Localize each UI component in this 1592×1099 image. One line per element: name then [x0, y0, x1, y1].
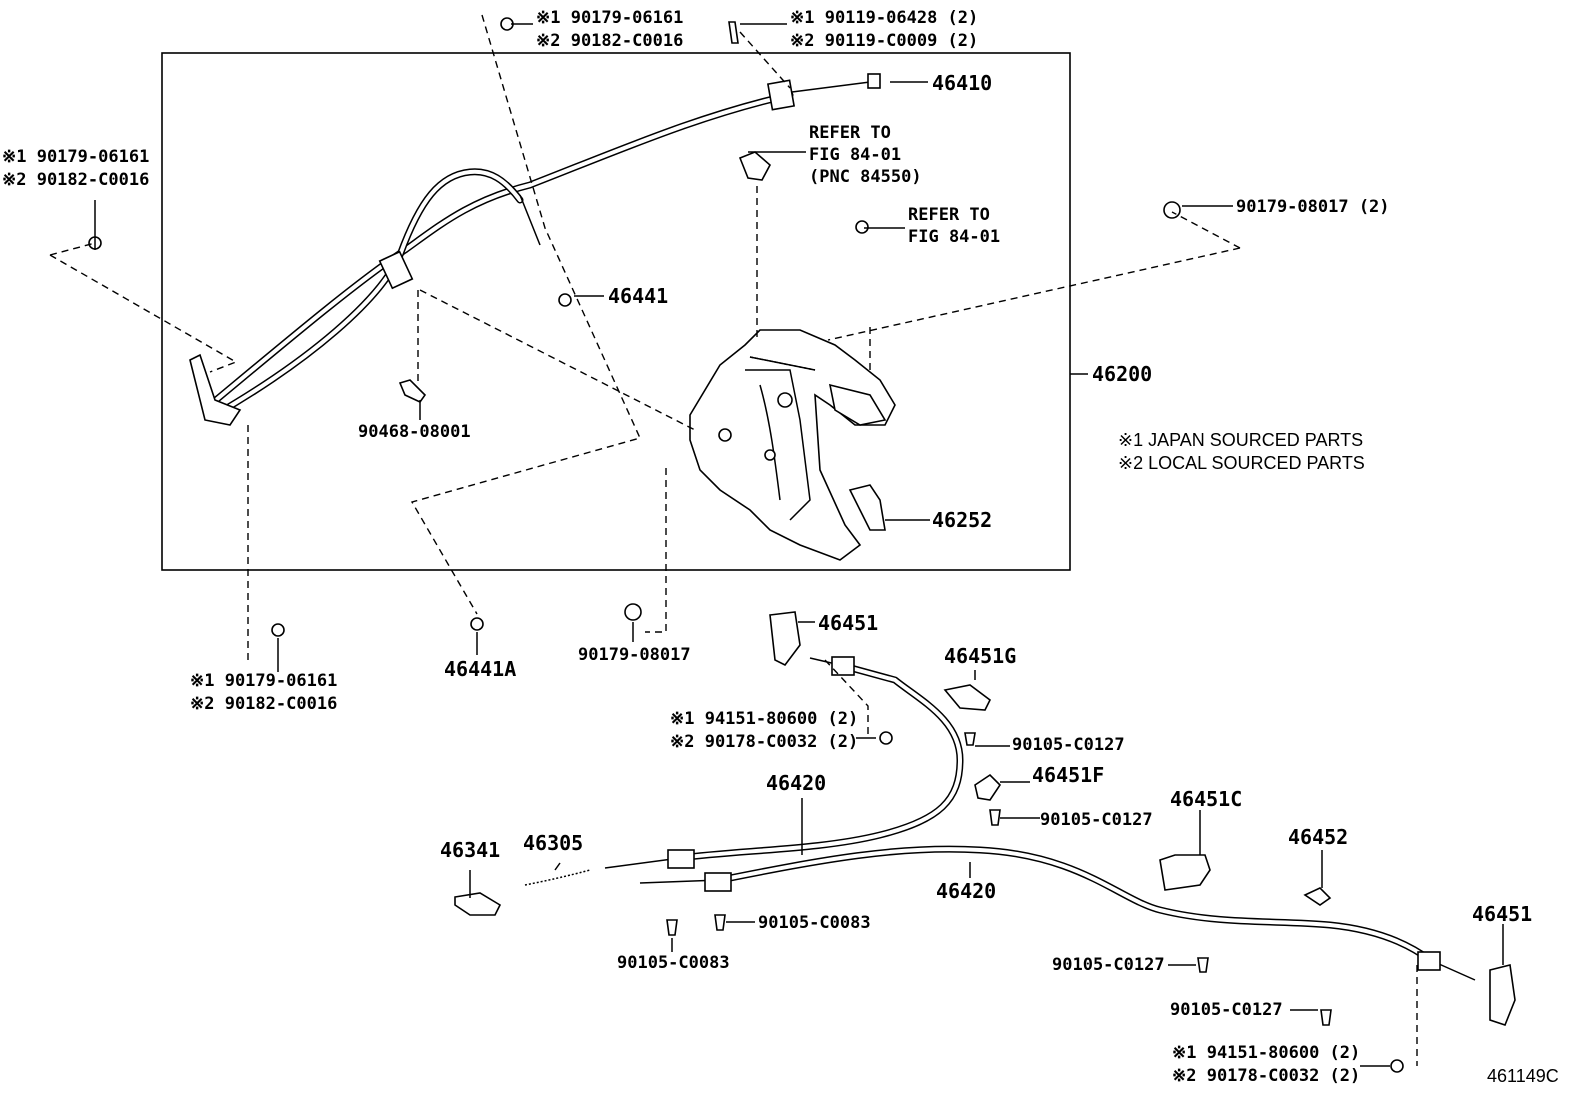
rear-cable-assembly — [604, 656, 1476, 981]
nut-refer-b — [855, 220, 869, 234]
callout-top-nut-a-line2: ※2 90182-C0016 — [536, 31, 683, 51]
label-90105-C0127-a: 90105-C0127 — [1012, 735, 1125, 755]
label-46200: 46200 — [1092, 362, 1152, 386]
figure-id: 461149C — [1487, 1066, 1559, 1086]
label-46252: 46252 — [932, 508, 992, 532]
nut-90179-08017-2 — [1163, 201, 1181, 219]
label-90105-C0083-a: 90105-C0083 — [758, 913, 871, 933]
label-46420-upper: 46420 — [766, 771, 826, 795]
clip-90468-08001 — [398, 379, 427, 404]
pedal-bracket-assembly — [689, 329, 896, 561]
label-46451-top: 46451 — [818, 611, 878, 635]
label-46420-lower: 46420 — [936, 879, 996, 903]
callout-top-bolt-b-line1: ※1 90119-06428 (2) — [790, 8, 978, 28]
bracket-46451-top — [769, 611, 801, 667]
bolt-90105-C0127-b — [989, 809, 1001, 826]
refer-fig-a-line3: (PNC 84550) — [809, 167, 922, 187]
label-90179-08017-2: 90179-08017 (2) — [1236, 197, 1390, 217]
note-local-sourced: ※2 LOCAL SOURCED PARTS — [1118, 453, 1365, 473]
label-46305: 46305 — [523, 831, 583, 855]
callout-left-nut-line2: ※2 90182-C0016 — [2, 170, 149, 190]
callout-grommet-nut-top-line2: ※2 90178-C0032 (2) — [670, 732, 858, 752]
label-46341: 46341 — [440, 838, 500, 862]
label-46441A: 46441A — [444, 657, 516, 681]
bracket-46451-right — [1489, 964, 1516, 1026]
label-46451F: 46451F — [1032, 763, 1104, 787]
bracket-refer-a — [738, 151, 772, 181]
label-46410: 46410 — [932, 71, 992, 95]
callout-grommet-nut-bottom-line2: ※2 90178-C0032 (2) — [1172, 1066, 1360, 1086]
bracket-46451G — [943, 684, 992, 711]
callout-grommet-nut-top-line1: ※1 94151-80600 (2) — [670, 709, 858, 729]
bracket-46451C — [1159, 854, 1211, 891]
refer-fig-b-line2: FIG 84-01 — [908, 227, 1000, 247]
bolt-90105-C0127-a — [964, 732, 976, 746]
note-japan-sourced: ※1 JAPAN SOURCED PARTS — [1118, 430, 1363, 450]
label-90105-C0127-c: 90105-C0127 — [1052, 955, 1165, 975]
callout-top-nut-a-line1: ※1 90179-06161 — [536, 8, 683, 28]
spring-46305 — [524, 869, 591, 886]
bolt-90105-C0127-d — [1320, 1009, 1332, 1026]
label-90105-C0083-b: 90105-C0083 — [617, 953, 730, 973]
nut-bottom-left — [271, 623, 285, 637]
refer-fig-a-line2: FIG 84-01 — [809, 145, 901, 165]
callout-left-nut-line1: ※1 90179-06161 — [2, 147, 149, 167]
label-46452: 46452 — [1288, 825, 1348, 849]
bracket-46252 — [848, 484, 886, 531]
label-46451C: 46451C — [1170, 787, 1242, 811]
callout-bottom-left-nut-line1: ※1 90179-06161 — [190, 671, 337, 691]
label-90105-C0127-b: 90105-C0127 — [1040, 810, 1153, 830]
label-90179-08017: 90179-08017 — [578, 645, 691, 665]
nut-46441 — [558, 293, 572, 307]
clamp-46452 — [1303, 887, 1332, 906]
label-46441: 46441 — [608, 284, 668, 308]
front-cable-assembly — [189, 73, 881, 426]
label-46451G: 46451G — [944, 644, 1016, 668]
nut-90179-08017 — [624, 603, 642, 621]
nut-46441A — [470, 617, 484, 631]
callout-bottom-left-nut-line2: ※2 90182-C0016 — [190, 694, 337, 714]
reference-dashed-lines — [49, 14, 1418, 1066]
assembly-46200-frame — [161, 52, 1071, 571]
label-90468-08001: 90468-08001 — [358, 422, 471, 442]
callout-grommet-nut-bottom-line1: ※1 94151-80600 (2) — [1172, 1043, 1360, 1063]
bolt-90105-C0083-a — [666, 919, 678, 936]
bolt-90105-C0083-b — [714, 914, 726, 931]
leader-lines — [94, 23, 1504, 1067]
bracket-46451F — [974, 773, 1002, 801]
bolt-90105-C0127-c — [1197, 957, 1209, 973]
label-90105-C0127-d: 90105-C0127 — [1170, 1000, 1283, 1020]
bolt-top-b — [728, 21, 739, 44]
refer-fig-b-line1: REFER TO — [908, 205, 990, 225]
grommet-nut-bottom — [1390, 1059, 1404, 1073]
refer-fig-a-line1: REFER TO — [809, 123, 891, 143]
label-46451-right: 46451 — [1472, 902, 1532, 926]
bracket-46341 — [454, 892, 502, 916]
grommet-nut-top — [879, 731, 893, 745]
callout-top-bolt-b-line2: ※2 90119-C0009 (2) — [790, 31, 978, 51]
